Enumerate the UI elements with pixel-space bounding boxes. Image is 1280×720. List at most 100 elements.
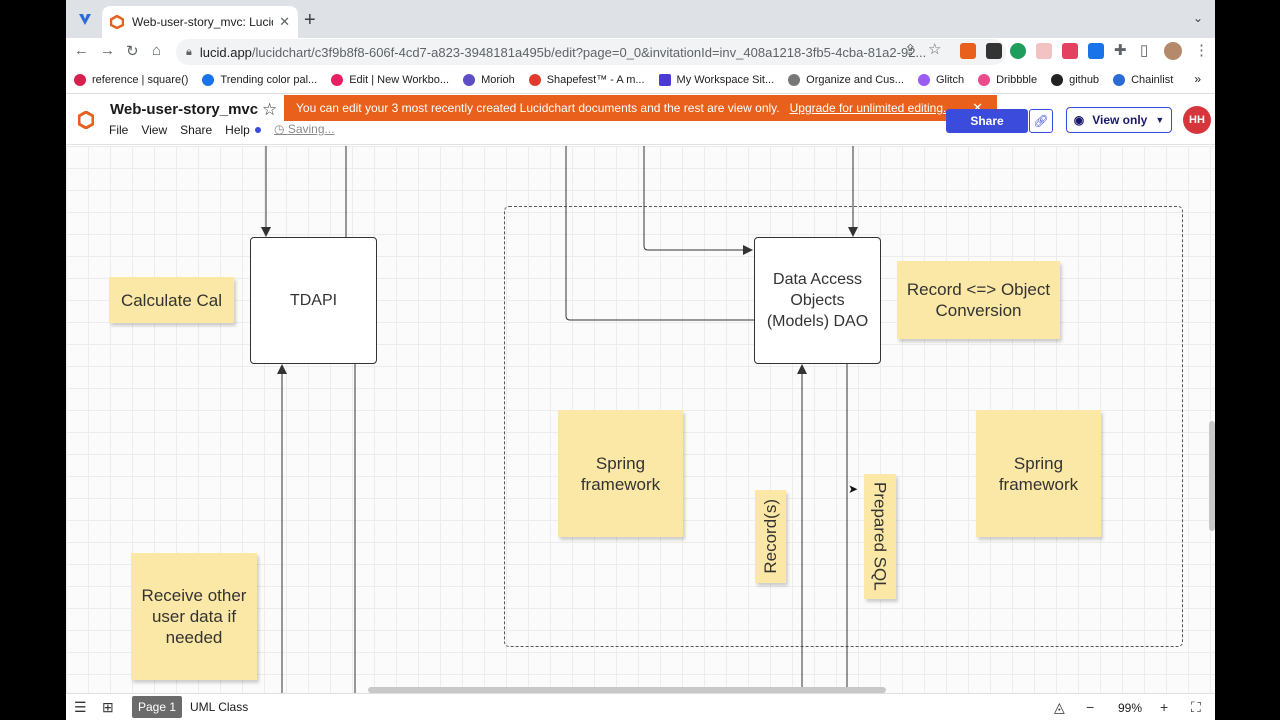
sticky-calculate-cal[interactable]: Calculate Cal [109, 277, 234, 323]
browser-menu-icon[interactable]: ⋮ [1194, 42, 1209, 59]
home-icon[interactable]: ⌂ [152, 42, 162, 59]
dao-box[interactable]: Data Access Objects (Models) DAO [754, 237, 881, 364]
sticky-record-conversion[interactable]: Record <=> Object Conversion [897, 261, 1060, 339]
tdapi-label: TDAPI [289, 292, 338, 309]
lucid-favicon-icon [110, 15, 124, 29]
more-bookmarks-button[interactable]: » [1194, 72, 1201, 86]
bookmark-item[interactable]: Edit | New Workbo... [331, 73, 449, 86]
forward-arrow-icon[interactable]: → [100, 42, 115, 59]
pocket-extension-icon[interactable] [1062, 43, 1078, 59]
address-bar[interactable]: 🔒︎ lucid.app /lucidchart/c3f9b8f8-606f-4… [176, 39, 1006, 65]
menu-view[interactable]: View [141, 123, 168, 137]
fullscreen-icon[interactable]: ⛶ [1191, 699, 1201, 715]
tab-strip: Web-user-story_mvc: Lucidch ✕ + ⌄ [66, 0, 1215, 38]
share-button[interactable]: Share [946, 109, 1028, 133]
tab-title: Web-user-story_mvc: Lucidch [132, 15, 273, 29]
url-path: /lucidchart/c3f9b8f8-606f-4cd7-a823-3948… [251, 44, 927, 60]
bookmark-item[interactable]: reference | square() [74, 73, 188, 86]
bookmark-item[interactable]: Glitch [917, 73, 964, 86]
bookmark-favicon-icon [658, 73, 671, 86]
sticky-records[interactable]: Record(s) [755, 490, 786, 583]
sticky-receive-user-data[interactable]: Receive other user data if needed [131, 553, 257, 680]
menu-share[interactable]: Share [180, 123, 213, 137]
tdapi-box[interactable]: TDAPI [250, 237, 377, 364]
bookmark-favicon-icon [463, 73, 476, 86]
tab-search-icon[interactable] [78, 12, 92, 26]
favorite-star-icon[interactable]: ☆ [262, 100, 278, 119]
sticky-record-conversion-text: Record <=> Object Conversion [906, 280, 1051, 320]
extension-icon-4[interactable] [1036, 43, 1052, 59]
bookmark-favicon-icon [202, 73, 215, 86]
browser-window: Web-user-story_mvc: Lucidch ✕ + ⌄ ← → ↻ … [66, 0, 1215, 720]
profile-avatar[interactable] [1164, 42, 1182, 60]
bookmark-item[interactable]: Morioh [463, 73, 515, 86]
eye-icon: ◉ [1073, 113, 1085, 127]
bookmark-item[interactable]: Chainlist [1113, 73, 1173, 86]
bookmark-star-icon[interactable]: ☆ [928, 41, 942, 58]
bookmark-favicon-icon [74, 73, 86, 86]
extension-icon-2[interactable] [986, 43, 1002, 59]
menu-bar: File View Share Help [109, 123, 274, 137]
connector-lines [261, 146, 858, 693]
dashed-container[interactable] [504, 206, 1183, 647]
connector-into-dao-left [643, 146, 753, 255]
bookmark-item[interactable]: Organize and Cus... [788, 73, 904, 86]
user-avatar[interactable]: HH [1183, 106, 1211, 134]
document-title[interactable]: Web-user-story_mvc [110, 101, 259, 118]
bookmark-favicon-icon [331, 73, 344, 86]
copy-link-icon[interactable]: 🔗︎ [1029, 109, 1053, 133]
clock-icon: ◷ [274, 122, 288, 136]
zoom-out-icon[interactable]: − [1086, 699, 1095, 715]
sticky-receive-text: Receive other user data if needed [141, 586, 247, 647]
mouse-cursor-icon: ➤ [848, 482, 859, 496]
extensions-puzzle-icon[interactable]: ✚ [1114, 42, 1127, 59]
tab-close-icon[interactable]: ✕ [279, 14, 290, 29]
banner-close-icon[interactable]: ✕ [972, 100, 983, 115]
vertical-scrollbar[interactable] [1209, 421, 1215, 531]
bookmark-item[interactable]: Trending color pal... [202, 73, 317, 86]
uml-class-tab[interactable]: UML Class [190, 700, 249, 714]
zoom-in-icon[interactable]: + [1160, 699, 1169, 715]
sticky-prepared-sql[interactable]: Prepared SQL [864, 474, 896, 599]
extension-icon-6[interactable] [1088, 43, 1104, 59]
sticky-spring-framework-1[interactable]: Spring framework [558, 410, 683, 537]
banner-text: You can edit your 3 most recently create… [296, 101, 780, 115]
bookmark-item[interactable]: Dribbble [978, 73, 1037, 86]
page-tab-label: Page 1 [138, 700, 177, 714]
diagram-canvas[interactable]: TDAPI Data Access Objects (Models) DAO C… [66, 146, 1215, 693]
share-page-icon[interactable]: ⇪ [904, 42, 917, 59]
back-arrow-icon[interactable]: ← [74, 42, 89, 59]
notification-dot [254, 127, 261, 133]
reload-icon[interactable]: ↻ [126, 43, 139, 60]
bookmark-item[interactable]: github [1051, 73, 1099, 86]
tab-list-chevron-icon[interactable]: ⌄ [1192, 11, 1203, 25]
extension-icon-3[interactable] [1010, 43, 1026, 59]
lucid-logo-icon[interactable] [78, 111, 94, 129]
zoom-level[interactable]: 99% [1118, 701, 1143, 715]
page-tab[interactable]: Page 1 [132, 696, 183, 718]
bookmark-item[interactable]: Shapefest™ - A m... [528, 73, 645, 86]
saving-status: ◷ Saving... [274, 122, 335, 136]
menu-file[interactable]: File [109, 123, 129, 137]
view-only-dropdown[interactable]: ◉ View only ▼ [1066, 107, 1172, 133]
lock-icon[interactable]: 🔒︎ [186, 45, 192, 58]
side-panel-icon[interactable]: ▯ [1140, 42, 1149, 59]
browser-tab[interactable]: Web-user-story_mvc: Lucidch ✕ [102, 6, 298, 38]
sticky-spring-framework-2[interactable]: Spring framework [976, 410, 1101, 537]
lucid-header: Web-user-story_mvc ☆ File View Share Hel… [66, 95, 1215, 145]
menu-help[interactable]: Help [225, 123, 250, 137]
new-tab-button[interactable]: + [304, 9, 316, 31]
upgrade-link[interactable]: Upgrade for unlimited editing. [789, 101, 947, 115]
bookmark-item[interactable]: My Workspace Sit... [658, 73, 774, 86]
bookmark-favicon-icon [788, 73, 801, 86]
extension-icon-1[interactable] [960, 43, 976, 59]
url-host: lucid.app [199, 44, 252, 60]
navigation-bar: ← → ↻ ⌂ 🔒︎ lucid.app /lucidchart/c3f9b8f… [66, 38, 1215, 66]
saving-status-text: Saving... [287, 122, 335, 136]
grid-view-icon[interactable]: ⊞ [102, 699, 114, 715]
horizontal-scrollbar[interactable] [368, 687, 886, 693]
list-view-icon[interactable]: ☰ [74, 699, 87, 715]
navigator-icon[interactable]: ◬ [1054, 699, 1065, 715]
bookmark-favicon-icon [1113, 73, 1126, 86]
bookmark-favicon-icon [978, 73, 991, 86]
